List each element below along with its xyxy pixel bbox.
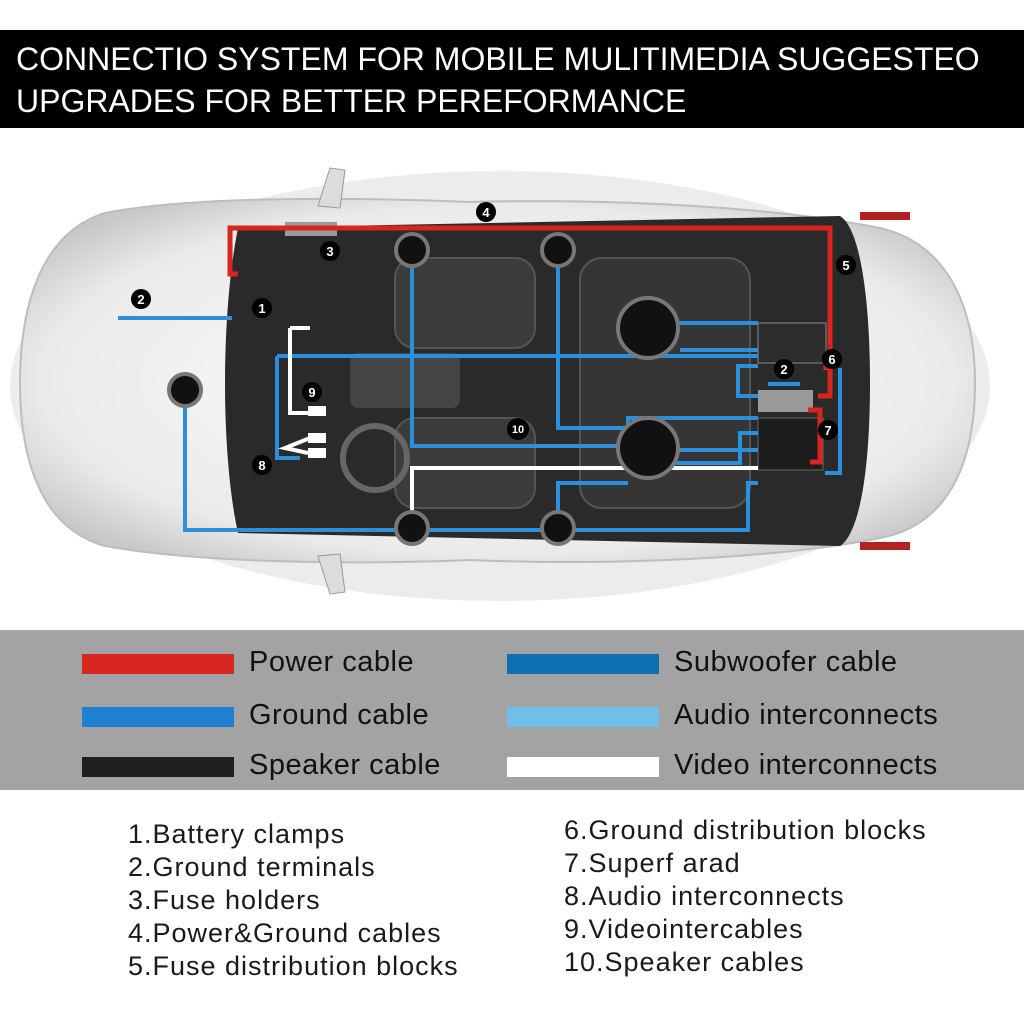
- svg-text:2: 2: [137, 292, 144, 307]
- legend-label: Power cable: [249, 646, 415, 678]
- svg-text:10: 10: [512, 424, 524, 436]
- svg-text:5: 5: [842, 258, 849, 273]
- part-item: 9.Videointercables: [564, 914, 804, 944]
- callout-1: 1: [252, 298, 272, 318]
- title-line-1: CONNECTIO SYSTEM FOR MOBILE MULITIMEDIA …: [16, 41, 980, 77]
- callout-2: 2: [131, 289, 151, 309]
- part-item: 6.Ground distribution blocks: [564, 815, 927, 845]
- speaker: [167, 372, 203, 408]
- legend-swatch: [507, 757, 659, 777]
- callout-8: 8: [252, 455, 272, 475]
- video-interconnect: [278, 326, 758, 522]
- subwoofer: [616, 416, 680, 480]
- left-mirror: [317, 167, 346, 209]
- legend-label: Ground cable: [249, 699, 430, 731]
- speaker: [540, 232, 576, 268]
- part-item: 1.Battery clamps: [128, 819, 346, 849]
- part-item: 4.Power&Ground cables: [128, 918, 442, 948]
- speaker: [394, 510, 430, 546]
- center-console: [350, 353, 460, 408]
- callout-4: 4: [476, 202, 496, 222]
- subwoofer: [616, 296, 680, 360]
- part-item: 5.Fuse distribution blocks: [128, 951, 459, 981]
- legend-label: Speaker cable: [249, 749, 441, 781]
- part-item: 10.Speaker cables: [564, 947, 805, 977]
- power-cable: [227, 225, 833, 399]
- title-bar: CONNECTIO SYSTEM FOR MOBILE MULITIMEDIA …: [0, 30, 1024, 128]
- tail-light-bottom: [860, 542, 910, 550]
- front-seat-left: [394, 257, 536, 349]
- svg-text:2: 2: [780, 362, 787, 377]
- audio-interconnect-block: [308, 433, 326, 443]
- tail-light-top: [860, 212, 910, 220]
- callout-7: 7: [818, 420, 838, 440]
- ground-distribution-block: [758, 390, 813, 412]
- callout-3: 3: [320, 241, 340, 261]
- legend-swatch: [507, 707, 659, 727]
- part-item: 2.Ground terminals: [128, 852, 376, 882]
- right-mirror: [317, 553, 346, 595]
- title-line-2: UPGRADES FOR BETTER PEREFORMANCE: [16, 83, 687, 119]
- callout-2b: 2: [774, 359, 794, 379]
- parts-list-left: 1.Battery clamps 2.Ground terminals 3.Fu…: [128, 818, 459, 983]
- legend-label: Audio interconnects: [674, 699, 939, 731]
- speaker: [394, 232, 430, 268]
- car-cabin: [225, 216, 870, 546]
- parts-list: 1.Battery clamps 2.Ground terminals 3.Fu…: [0, 790, 1024, 1024]
- legend-item-power-cable: Power cable: [82, 642, 502, 682]
- svg-text:1: 1: [258, 301, 265, 316]
- audio-interconnect-block: [308, 448, 326, 458]
- callout-5: 5: [836, 255, 856, 275]
- svg-text:4: 4: [482, 205, 490, 220]
- svg-text:6: 6: [828, 352, 835, 367]
- car-wiring-diagram: 1 2 3 4 5 6 2 7 8 9 10: [10, 167, 990, 601]
- legend-swatch: [82, 757, 234, 777]
- callout-9: 9: [302, 382, 322, 402]
- subwoofer-cable: [183, 250, 842, 532]
- legend-swatch: [82, 707, 234, 727]
- part-item: 8.Audio interconnects: [564, 881, 845, 911]
- parts-list-right: 6.Ground distribution blocks 7.Superf ar…: [564, 814, 927, 979]
- svg-text:7: 7: [824, 423, 831, 438]
- legend-item-ground-cable: Ground cable: [82, 695, 502, 735]
- legend-label: Subwoofer cable: [674, 646, 898, 678]
- svg-text:9: 9: [308, 385, 315, 400]
- front-seat-right: [394, 417, 536, 509]
- legend: Power cable Subwoofer cable Ground cable…: [0, 630, 1024, 790]
- callout-10: 10: [507, 418, 529, 440]
- svg-text:8: 8: [258, 458, 265, 473]
- legend-item-audio-interconnects: Audio interconnects: [507, 695, 1007, 735]
- video-interconnect-block: [308, 406, 326, 416]
- legend-swatch: [507, 654, 659, 674]
- legend-swatch: [82, 654, 234, 674]
- legend-item-subwoofer-cable: Subwoofer cable: [507, 642, 1007, 682]
- legend-label: Video interconnects: [674, 749, 938, 781]
- steering-wheel: [340, 423, 410, 493]
- legend-item-video-interconnects: Video interconnects: [507, 745, 1007, 785]
- part-item: 3.Fuse holders: [128, 885, 321, 915]
- svg-text:3: 3: [326, 244, 333, 259]
- distribution-box: [757, 322, 827, 364]
- callout-6: 6: [822, 349, 842, 369]
- part-item: 7.Superf arad: [564, 848, 741, 878]
- speaker: [540, 510, 576, 546]
- legend-item-speaker-cable: Speaker cable: [82, 745, 502, 785]
